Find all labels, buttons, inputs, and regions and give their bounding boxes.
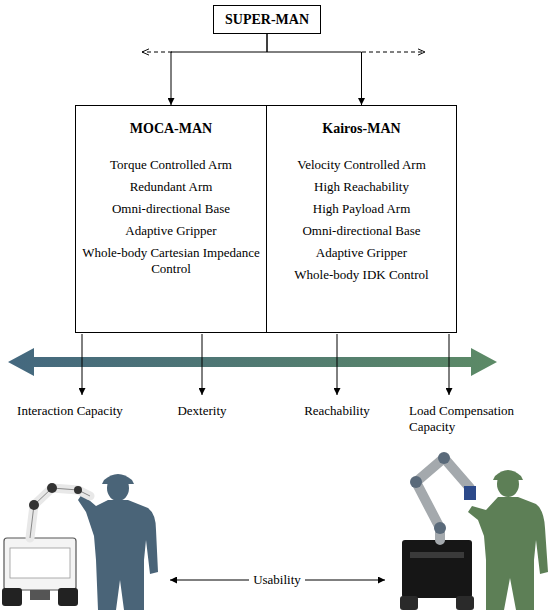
wheel bbox=[456, 596, 474, 610]
robot-box: Kairos-MAN Velocity Controlled ArmHigh Re… bbox=[266, 105, 457, 333]
arm-edge bbox=[30, 488, 90, 538]
cap bbox=[102, 474, 134, 484]
wheel bbox=[58, 588, 78, 606]
tick-arrow bbox=[449, 334, 450, 395]
tick-arrow bbox=[82, 334, 83, 395]
tick-arrow bbox=[202, 334, 203, 395]
joint bbox=[29, 500, 39, 510]
usability-label: Usability bbox=[249, 572, 305, 588]
axis-label: Interaction Capacity bbox=[17, 403, 123, 419]
moca-robot bbox=[2, 483, 90, 606]
joint bbox=[434, 522, 446, 534]
body bbox=[468, 497, 548, 610]
wheel bbox=[2, 588, 22, 606]
robot-arm bbox=[30, 488, 90, 538]
joint bbox=[47, 483, 57, 493]
root-box: SUPER-MAN bbox=[213, 5, 321, 34]
robot-box: MOCA-MAN Torque Controlled ArmRedundant A… bbox=[75, 105, 267, 333]
robot-panel bbox=[10, 548, 70, 578]
feature-item: Omni-directional Base bbox=[82, 201, 260, 217]
gripper bbox=[464, 486, 476, 500]
box-heading: Kairos-MAN bbox=[273, 120, 450, 137]
feature-item: Whole-body Cartesian Impedance Control bbox=[82, 245, 260, 277]
dashed-extension bbox=[362, 52, 425, 53]
axis-label: Dexterity bbox=[177, 403, 226, 419]
feature-item: Adaptive Gripper bbox=[273, 245, 450, 261]
base-plate bbox=[30, 590, 50, 600]
feature-item: Torque Controlled Arm bbox=[82, 157, 260, 173]
joint bbox=[74, 486, 82, 494]
feature-item: Redundant Arm bbox=[82, 179, 260, 195]
joint bbox=[438, 452, 450, 464]
base-stripe bbox=[410, 552, 464, 558]
feature-item: High Reachability bbox=[273, 179, 450, 195]
robot-arm bbox=[416, 458, 470, 540]
feature-item: Velocity Controlled Arm bbox=[273, 157, 450, 173]
feature-item: Whole-body IDK Control bbox=[273, 267, 450, 283]
joint bbox=[410, 476, 422, 488]
feature-item: High Payload Arm bbox=[273, 201, 450, 217]
robot-base bbox=[402, 540, 472, 598]
kairos-robot bbox=[400, 452, 476, 610]
feature-item: Omni-directional Base bbox=[273, 223, 450, 239]
branch-connector bbox=[171, 34, 267, 105]
axis-label: Reachability bbox=[304, 403, 370, 419]
box-heading: MOCA-MAN bbox=[82, 120, 260, 137]
cap bbox=[493, 470, 523, 480]
dashed-extension bbox=[142, 52, 172, 53]
feature-item: Adaptive Gripper bbox=[82, 223, 260, 239]
robot-base bbox=[4, 538, 76, 590]
tick-arrow bbox=[337, 334, 338, 395]
person-silhouette bbox=[468, 470, 548, 610]
wheel bbox=[400, 596, 418, 610]
branch-connector bbox=[267, 34, 362, 105]
body bbox=[78, 494, 158, 610]
box-heading: SUPER-MAN bbox=[224, 11, 310, 28]
axis-label: Load Compensation Capacity bbox=[409, 403, 549, 435]
spectrum-arrow bbox=[8, 348, 497, 376]
